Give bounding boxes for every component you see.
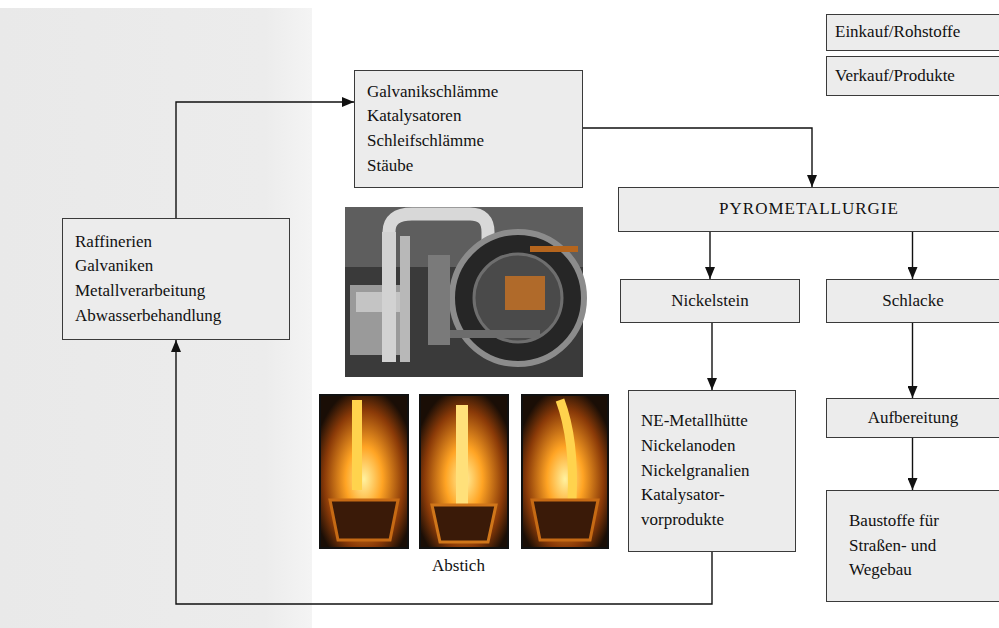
box-text: Schlacke bbox=[835, 289, 991, 314]
furnace-photo bbox=[345, 207, 584, 377]
flow-arrow bbox=[583, 128, 812, 187]
box-text: Einkauf/Rohstoffe bbox=[835, 20, 991, 45]
box-text: Nickelgranalien bbox=[641, 459, 783, 484]
tapping-photo bbox=[420, 395, 508, 548]
flow-arrow bbox=[711, 323, 712, 390]
box-text: NE-Metallhütte bbox=[641, 409, 783, 434]
flow-arrow bbox=[912, 323, 913, 398]
box-text: Stäube bbox=[367, 154, 570, 179]
flow-arrow bbox=[912, 438, 913, 490]
box-text: Abwasserbehandlung bbox=[75, 304, 277, 329]
process-box: Baustoffe für Straßen- und Wegebau bbox=[826, 490, 999, 602]
process-box: Schlacke bbox=[826, 279, 999, 323]
process-box: Aufbereitung bbox=[826, 398, 999, 438]
box-text: Galvanikschlämme bbox=[367, 80, 570, 105]
flow-arrow bbox=[709, 232, 710, 279]
process-box: RaffinerienGalvanikenMetallverarbeitungA… bbox=[62, 218, 290, 340]
tapping-photo bbox=[522, 395, 608, 548]
box-text: Nickelstein bbox=[629, 289, 791, 314]
box-text: Raffinerien bbox=[75, 230, 277, 255]
box-text: Galvaniken bbox=[75, 254, 277, 279]
box-text: Katalysatoren bbox=[367, 104, 570, 129]
photo-caption: Abstich bbox=[432, 556, 485, 576]
flow-arrow bbox=[176, 102, 354, 218]
process-box: GalvanikschlämmeKatalysatorenSchleifschl… bbox=[354, 70, 583, 188]
box-text: Metallverarbeitung bbox=[75, 279, 277, 304]
box-text: Nickelanoden bbox=[641, 434, 783, 459]
process-box: Verkauf/Produkte bbox=[826, 56, 999, 96]
box-text: PYROMETALLURGIE bbox=[627, 197, 991, 222]
box-text: Katalysator- vorprodukte bbox=[641, 483, 783, 532]
tapping-photo bbox=[320, 395, 408, 548]
process-box: Einkauf/Rohstoffe bbox=[826, 14, 999, 51]
process-box: PYROMETALLURGIE bbox=[618, 187, 999, 232]
box-text: Aufbereitung bbox=[835, 406, 991, 431]
flow-arrow bbox=[912, 232, 913, 279]
box-text: Schleifschlämme bbox=[367, 129, 570, 154]
process-box: NE-MetallhütteNickelanodenNickelgranalie… bbox=[628, 390, 796, 552]
process-box: Nickelstein bbox=[620, 279, 800, 323]
box-text: Baustoffe für Straßen- und Wegebau bbox=[849, 509, 977, 583]
background-panel bbox=[0, 8, 312, 628]
box-text: Verkauf/Produkte bbox=[835, 64, 991, 89]
